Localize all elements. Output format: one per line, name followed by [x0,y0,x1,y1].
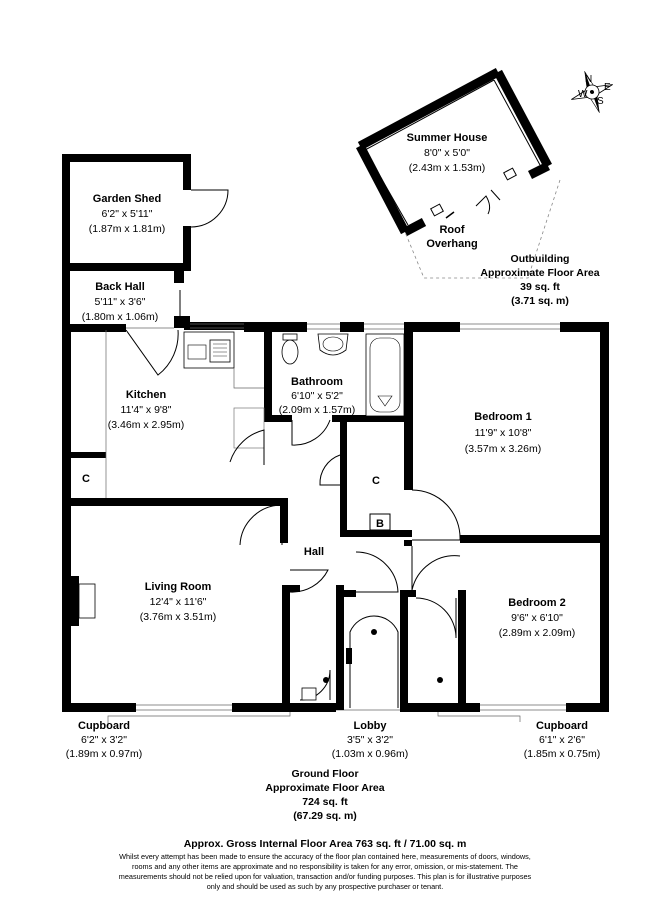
outbuilding-area-sqm: (3.71 sq. m) [511,295,569,307]
garden-shed-name: Garden Shed [93,193,161,205]
boiler-label: B [376,518,384,530]
cupboard-right-dim-imperial: 6'1" x 2'6" [539,734,585,746]
summer-house-dim-imperial: 8'0" x 5'0" [424,147,470,159]
compass-label-w: W [578,89,588,100]
outbuilding-area-line2: Approximate Floor Area [480,267,599,279]
fireplace [71,576,96,626]
bathroom-name: Bathroom [291,376,343,388]
living-room-dim-metric: (3.76m x 3.51m) [140,611,216,623]
compass-label-e: E [604,82,611,93]
garden-shed-dim-imperial: 6'2" x 5'11" [102,208,153,220]
bedroom2-dim-metric: (2.89m x 2.09m) [499,627,575,639]
compass-label-n: N [585,74,592,85]
kitchen-name: Kitchen [126,389,167,401]
internal-walls [62,330,608,710]
ground-floor-sqm: (67.29 sq. m) [293,810,357,822]
bedroom1-dim-imperial: 11'9" x 10'8" [475,427,532,439]
gross-area: Approx. Gross Internal Floor Area 763 sq… [184,838,467,850]
bathroom-dim-imperial: 6'10" x 5'2" [291,390,343,402]
bathroom-fixtures [281,333,405,417]
cupboard-right-dim-metric: (1.85m x 0.75m) [524,748,600,760]
back-hall-walls [62,263,190,376]
bedroom1-dim-metric: (3.57m x 3.26m) [465,443,541,455]
back-hall-name: Back Hall [95,281,145,293]
kitchen-fixtures [183,331,265,449]
cupboard-right-name: Cupboard [536,720,588,732]
back-hall-dim-imperial: 5'11" x 3'6" [95,296,146,308]
bedroom2-name: Bedroom 2 [508,597,565,609]
summer-house-walls [356,68,561,279]
kitchen-dim-metric: (3.46m x 2.95m) [108,419,184,431]
ground-floor-sqft: 724 sq. ft [302,796,348,808]
hall-name: Hall [304,546,324,558]
summer-house-name: Summer House [407,132,488,144]
disclaimer-line4: only and should be used as such by any p… [207,882,444,891]
ground-floor-line1: Ground Floor [291,768,358,780]
outbuilding-area-sqft: 39 sq. ft [520,281,560,293]
cupboard-left-dim-metric: (1.89m x 0.97m) [66,748,142,760]
summer-house-dim-metric: (2.43m x 1.53m) [409,162,485,174]
bathroom-dim-metric: (2.09m x 1.57m) [279,404,355,416]
bedroom1-name: Bedroom 1 [474,411,531,423]
outbuilding-area-line1: Outbuilding [511,253,570,265]
roof-overhang-line2: Overhang [426,238,477,250]
disclaimer-line1: Whilst every attempt has been made to en… [119,852,531,861]
cupboard-left-name: Cupboard [78,720,130,732]
back-hall-dim-metric: (1.80m x 1.06m) [82,311,158,323]
cupboard-left-dim-imperial: 6'2" x 3'2" [81,734,127,746]
garden-shed-walls [62,154,229,271]
disclaimer-line2: rooms and any other items are approximat… [132,862,518,871]
lobby-dim-imperial: 3'5" x 3'2" [347,734,393,746]
garden-shed-dim-metric: (1.87m x 1.81m) [89,223,165,235]
compass-label-s: S [597,96,604,107]
hall-cupboard-label: C [372,475,380,487]
door-swings [229,419,461,708]
living-room-name: Living Room [145,581,212,593]
living-room-dim-imperial: 12'4" x 11'6" [150,596,207,608]
lobby-name: Lobby [354,720,388,732]
compass-rose-icon [571,71,613,113]
disclaimer-line3: measurements should not be relied upon f… [119,872,532,881]
ground-floor-line2: Approximate Floor Area [265,782,384,794]
roof-overhang-line1: Roof [439,224,464,236]
bedroom2-dim-imperial: 9'6" x 6'10" [511,612,563,624]
lobby-dim-metric: (1.03m x 0.96m) [332,748,408,760]
kitchen-cupboard-label: C [82,473,90,485]
kitchen-dim-imperial: 11'4" x 9'8" [121,404,172,416]
